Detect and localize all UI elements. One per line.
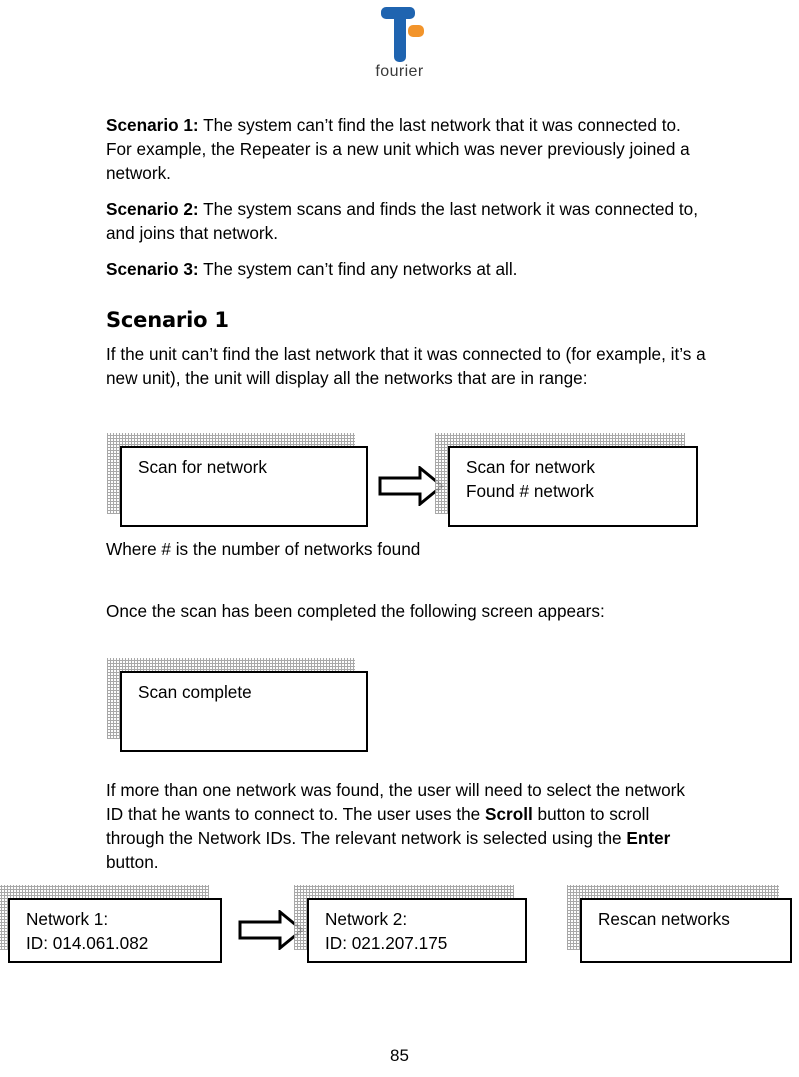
- lcd-screen-scan-complete: Scan complete: [107, 658, 368, 752]
- lcd-screen-network-2: Network 2: ID: 021.207.175: [294, 885, 527, 963]
- scenario-3-text: The system can’t find any networks at al…: [198, 259, 518, 279]
- scenario-1-intro-paragraph: Scenario 1: The system can’t find the la…: [106, 113, 706, 185]
- lcd-text: Rescan networks: [598, 907, 784, 931]
- lcd-panel: [307, 898, 527, 963]
- scenario-1-text: The system can’t find the last network t…: [106, 115, 690, 183]
- flow-arrow-1: [378, 466, 444, 506]
- section-paragraph-3: If more than one network was found, the …: [106, 778, 706, 874]
- lcd-line-1: Network 1:: [26, 909, 109, 929]
- paragraph-3-part-1: If more than one network was found, the …: [106, 780, 685, 824]
- scroll-button-name: Scroll: [484, 804, 533, 824]
- lcd-screen-scan-found: Scan for network Found # network: [435, 433, 698, 527]
- logo-wordmark: fourier: [375, 63, 424, 80]
- lcd-panel: [8, 898, 222, 963]
- enter-button-name: Enter: [626, 828, 671, 848]
- lcd-line-1: Rescan networks: [598, 909, 730, 929]
- document-logo: fourier: [0, 4, 799, 81]
- lcd-line-2: ID: 021.207.175: [325, 933, 448, 953]
- lcd-panel: [448, 446, 698, 527]
- lcd-text: Network 1: ID: 014.061.082: [26, 907, 214, 955]
- scenario-3-label: Scenario 3:: [106, 259, 199, 279]
- scenario-3-intro-paragraph: Scenario 3: The system can’t find any ne…: [106, 257, 706, 281]
- right-block-arrow-icon: [378, 466, 444, 506]
- lcd-line-2: ID: 014.061.082: [26, 933, 149, 953]
- document-body: Scenario 1: The system can’t find the la…: [106, 113, 706, 402]
- lcd-line-1: Scan complete: [138, 682, 252, 702]
- section-paragraph-3-wrap: If more than one network was found, the …: [106, 778, 706, 886]
- scenario-2-text: The system scans and finds the last netw…: [106, 199, 698, 243]
- fourier-f-logo-icon: [380, 7, 424, 62]
- paragraph-3-part-3: button.: [106, 852, 159, 872]
- right-block-arrow-icon: [238, 910, 304, 950]
- scenario-2-label: Scenario 2:: [106, 199, 199, 219]
- lcd-text: Scan for network Found # network: [466, 455, 690, 503]
- lcd-screen-network-1: Network 1: ID: 014.061.082: [0, 885, 222, 963]
- scenario-1-label: Scenario 1:: [106, 115, 199, 135]
- lcd-panel: [120, 446, 368, 527]
- lcd-text: Scan for network: [138, 455, 360, 479]
- lcd-panel: [120, 671, 368, 752]
- section-paragraph-2-wrap: Once the scan has been completed the fol…: [106, 599, 646, 635]
- lcd-screen-scan-for-network: Scan for network: [107, 433, 368, 527]
- caption-text: Where # is the number of networks found: [106, 539, 421, 559]
- lcd-panel: [580, 898, 792, 963]
- section-paragraph-2: Once the scan has been completed the fol…: [106, 601, 605, 621]
- lcd-line-1: Scan for network: [138, 457, 267, 477]
- lcd-text: Scan complete: [138, 680, 360, 704]
- scenario-2-intro-paragraph: Scenario 2: The system scans and finds t…: [106, 197, 706, 245]
- paragraph-3-part-2: button to scroll through the Network IDs…: [106, 804, 650, 848]
- lcd-line-2: Found # network: [466, 481, 595, 501]
- page-number: 85: [390, 1046, 409, 1065]
- flow-arrow-2: [238, 910, 304, 950]
- lcd-line-1: Scan for network: [466, 457, 595, 477]
- caption-networks-found: Where # is the number of networks found: [106, 537, 706, 573]
- lcd-text: Network 2: ID: 021.207.175: [325, 907, 519, 955]
- lcd-line-1: Network 2:: [325, 909, 408, 929]
- lcd-screen-rescan-networks: Rescan networks: [567, 885, 792, 963]
- section-heading-scenario-1: Scenario 1: [106, 308, 229, 332]
- section-paragraph-1: If the unit can’t find the last network …: [106, 344, 706, 388]
